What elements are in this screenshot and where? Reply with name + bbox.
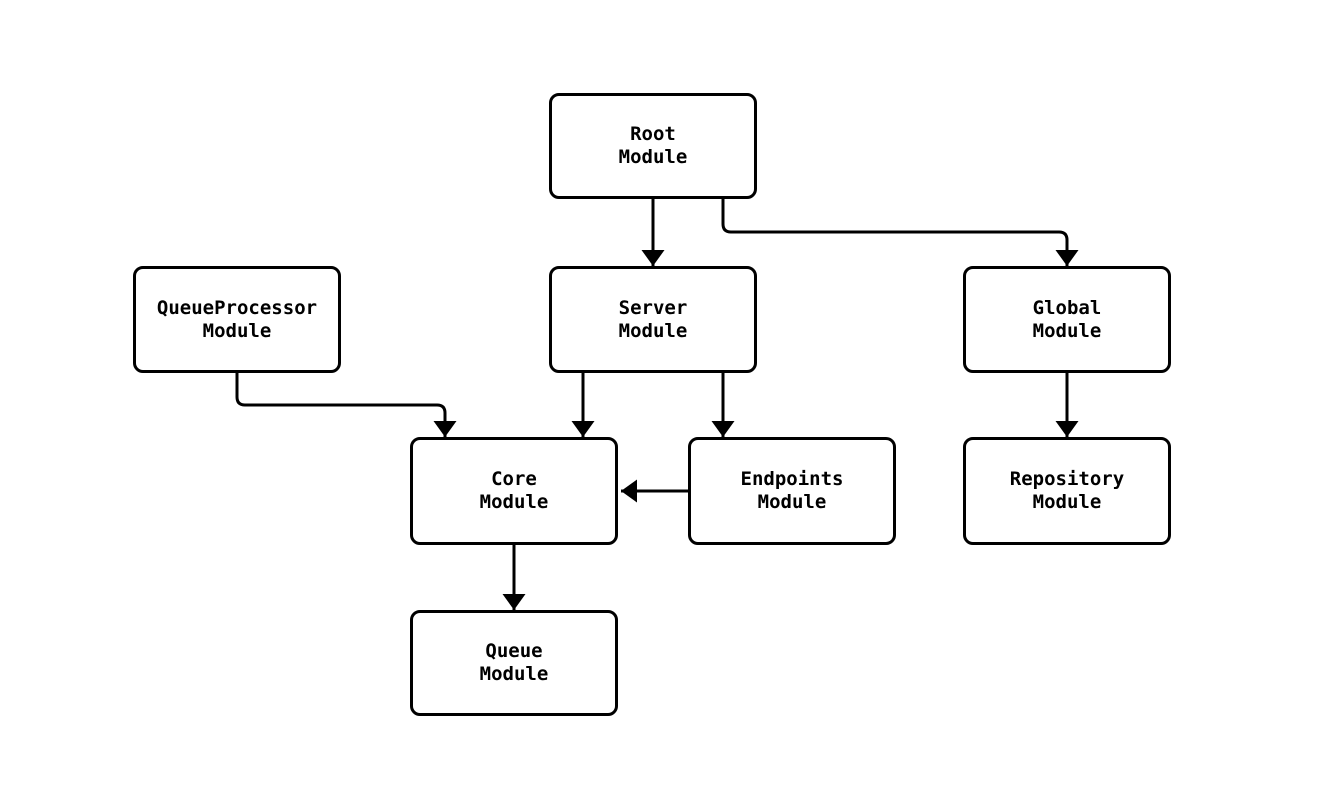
node-queue-module-label: Queue Module	[479, 640, 549, 685]
node-global-module-label: Global Module	[1032, 296, 1102, 342]
node-queueprocessor-module: QueueProcessor Module	[133, 266, 341, 373]
node-core-module-label: Core Module	[479, 468, 549, 513]
edge-root-module-to-global-module	[721, 199, 1079, 266]
edge-queueprocessor-module-to-core-module	[235, 373, 457, 437]
node-server-module-label: Server Module	[618, 296, 688, 342]
node-endpoints-module: Endpoints Module	[688, 437, 896, 545]
node-repository-module: Repository Module	[963, 437, 1171, 545]
node-server-module: Server Module	[549, 266, 757, 373]
node-repository-module-label: Repository Module	[1009, 468, 1125, 513]
node-queue-module: Queue Module	[410, 610, 618, 716]
node-core-module: Core Module	[410, 437, 618, 545]
node-queueprocessor-module-label: QueueProcessor Module	[156, 296, 318, 342]
node-root-module: Root Module	[549, 93, 757, 199]
node-endpoints-module-label: Endpoints Module	[740, 468, 844, 513]
node-global-module: Global Module	[963, 266, 1171, 373]
node-root-module-label: Root Module	[618, 123, 688, 168]
